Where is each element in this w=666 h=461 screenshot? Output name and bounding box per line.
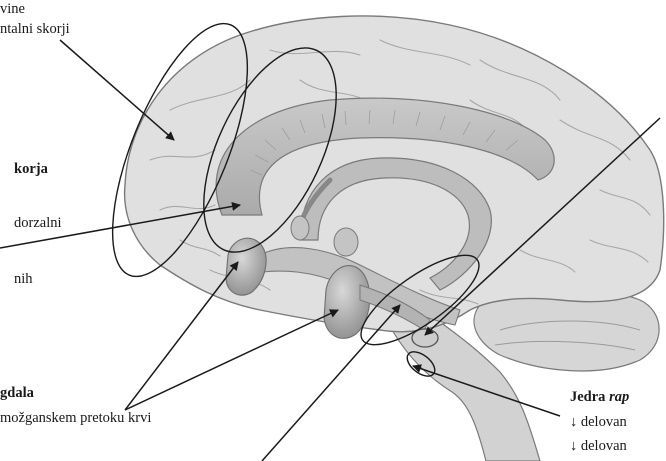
label-raphe-line1: ↓ delovan bbox=[570, 413, 627, 431]
arrow-amygdala-b bbox=[125, 310, 338, 410]
label-prefrontal-line1: vine bbox=[0, 0, 25, 18]
raphe-heading-plain: Jedra bbox=[570, 389, 609, 405]
label-nih: nih bbox=[14, 270, 33, 288]
mammillary-body bbox=[291, 216, 309, 240]
label-cortex-heading: korja bbox=[14, 160, 48, 178]
label-raphe-heading: Jedra rap bbox=[570, 388, 629, 406]
label-prefrontal-line2: ntalni skorji bbox=[0, 20, 70, 38]
arrow-prefrontal bbox=[60, 40, 174, 140]
label-raphe-line2: ↓ delovan bbox=[570, 437, 627, 455]
label-dorsal: dorzalni bbox=[14, 214, 62, 232]
raphe-structure bbox=[412, 329, 438, 347]
label-amygdala-heading: gdala bbox=[0, 384, 34, 402]
label-amygdala-text: možganskem pretoku krvi bbox=[0, 409, 151, 427]
arrow-amygdala-a bbox=[125, 262, 238, 410]
raphe-heading-italic: rap bbox=[609, 389, 629, 405]
